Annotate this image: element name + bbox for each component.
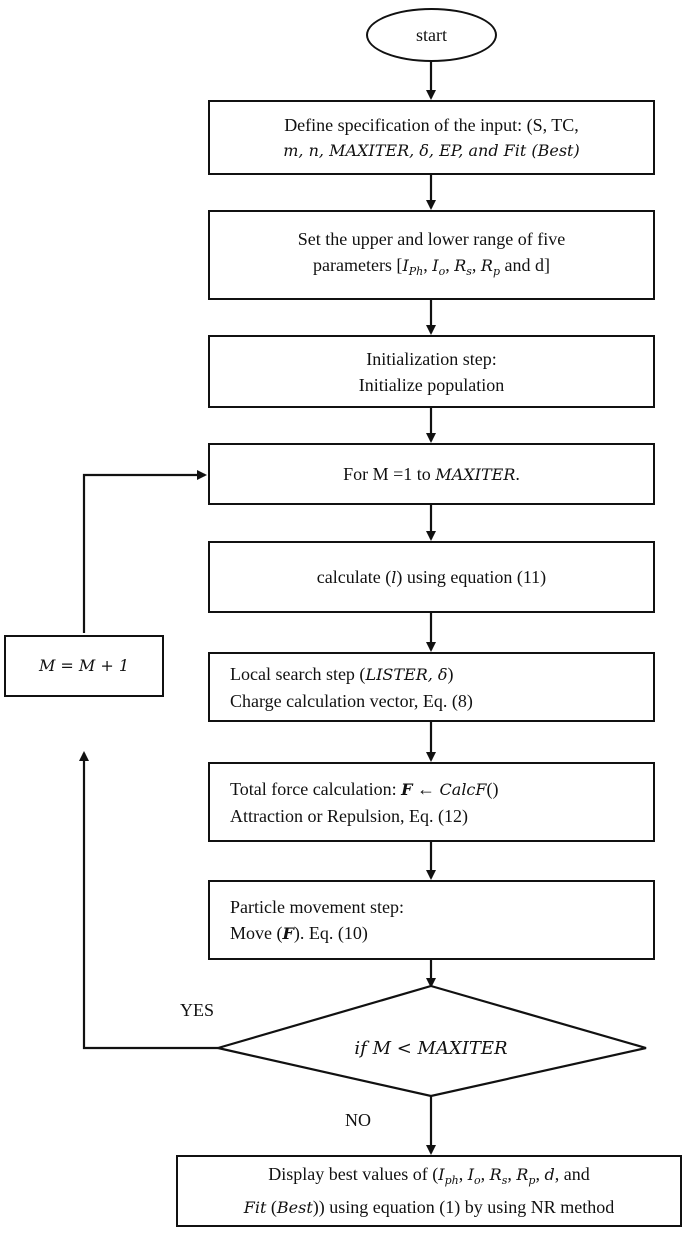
arrow-loop-to-for xyxy=(82,470,207,633)
start-node: start xyxy=(366,8,497,62)
display-line2: Fit (Best)) using equation (1) by using … xyxy=(243,1197,615,1217)
total-force-line1: Total force calculation: F ← CalcF() xyxy=(230,778,499,799)
no-label: NO xyxy=(345,1110,371,1130)
particle-line2: Move (F). Eq. (10) xyxy=(230,922,368,943)
particle-line1: Particle movement step: xyxy=(230,896,404,917)
range-line1: Set the upper and lower range of five xyxy=(297,228,566,249)
range-box: Set the upper and lower range of five pa… xyxy=(208,210,655,300)
init-box: Initialization step: Initialize populati… xyxy=(208,335,655,408)
local-search-line2: Charge calculation vector, Eq. (8) xyxy=(230,690,473,711)
for-loop-box: For M =1 to MAXITER. xyxy=(208,443,655,505)
decision-label: if M < MAXITER xyxy=(354,1037,508,1059)
decision-diamond xyxy=(217,984,647,1098)
define-input-line2: m, n, MAXITER, δ, EP, and Fit (Best) xyxy=(283,140,580,160)
calculate-text: calculate (l) using equation (11) xyxy=(316,566,547,587)
for-loop-text: For M =1 to MAXITER. xyxy=(343,463,520,484)
range-line2: parameters [IPh, Io, Rs, Rp and d] xyxy=(312,254,551,278)
init-line1: Initialization step: xyxy=(366,348,497,369)
display-results-box: Display best values of (Iph, Io, Rs, Rp,… xyxy=(176,1155,682,1227)
start-label: start xyxy=(416,24,447,45)
define-input-box: Define specification of the input: (S, T… xyxy=(208,100,655,175)
local-search-box: Local search step (LISTER, δ) Charge cal… xyxy=(208,652,655,722)
increment-text: M = M + 1 xyxy=(38,656,130,675)
increment-box: M = M + 1 xyxy=(4,635,164,697)
arrow-yes-to-loop xyxy=(79,751,218,1050)
total-force-line2: Attraction or Repulsion, Eq. (12) xyxy=(230,805,468,826)
particle-movement-box: Particle movement step: Move (F). Eq. (1… xyxy=(208,880,655,960)
init-line2: Initialize population xyxy=(358,374,505,395)
display-line1: Display best values of (Iph, Io, Rs, Rp,… xyxy=(268,1164,590,1187)
yes-label: YES xyxy=(180,1000,215,1020)
define-input-line1: Define specification of the input: (S, T… xyxy=(284,114,579,135)
local-search-line1: Local search step (LISTER, δ) xyxy=(230,663,454,684)
total-force-box: Total force calculation: F ← CalcF() Att… xyxy=(208,762,655,842)
calculate-box: calculate (l) using equation (11) xyxy=(208,541,655,613)
